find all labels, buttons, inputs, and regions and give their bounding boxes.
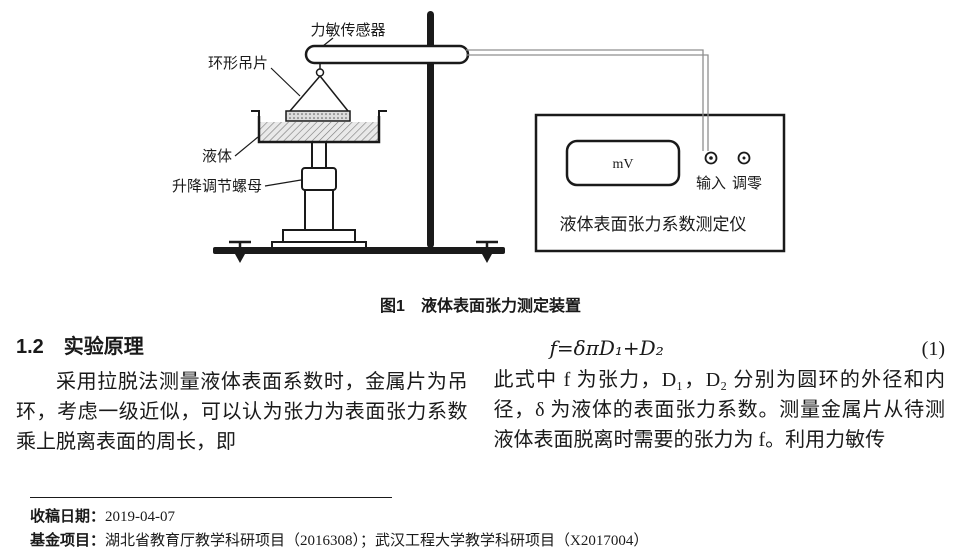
section-heading: 1.2 实验原理 [16,336,144,358]
footnote-area: 收稿日期：2019-04-07 基金项目：湖北省教育厅教学科研项目（201630… [30,497,950,553]
formula-number: (1) [921,338,945,360]
leveling-foot-right [482,254,492,263]
label-liquid: 液体 [202,148,232,165]
figure-diagram: mV 输入 调零 液体表面张力系数测定仪 力敏传感器 环形吊片 液体 升降调节螺… [172,11,786,263]
label-ring-plate: 环形吊片 [208,55,268,72]
left-paragraph: 采用拉脱法测量液体表面系数时，金属片为吊环，考虑一级近似，可以认为张力为表面张力… [16,371,468,453]
lifting-platform [271,141,367,249]
right-column: f=δπD₁+D₂ (1) 此式中 f 为张力，D₁，D₂ 分别为圆环的外径和内… [494,332,946,457]
received-date-line: 收稿日期：2019-04-07 [30,505,950,529]
leveling-foot-left [235,254,245,263]
adjustment-nut [301,167,337,191]
right-paragraph: 此式中 f 为张力，D₁，D₂ 分别为圆环的外径和内径，δ 为液体的表面张力系数… [493,369,946,451]
received-date-value: 2019-04-07 [105,509,176,525]
figure-caption: 图1 液体表面张力测定装置 [380,298,581,315]
left-column: 1.2 实验原理 采用拉脱法测量液体表面系数时，金属片为吊环，考虑一级近似，可以… [16,332,468,457]
mv-display [565,139,681,187]
fund-line: 基金项目：湖北省教育厅教学科研项目（2016308）；武汉工程大学教学科研项目（… [30,529,950,553]
hanging-strings [289,63,349,112]
force-sensor [304,44,470,65]
received-date-label: 收稿日期： [30,508,106,525]
stand-pole [427,11,434,248]
instrument-title: 液体表面张力系数测定仪 [560,215,747,234]
instrument-box: mV 输入 调零 液体表面张力系数测定仪 [534,113,786,253]
fund-label: 基金项目： [30,532,106,549]
mv-display-label: mV [613,157,634,172]
zero-label: 调零 [732,175,762,192]
label-adjustment-nut: 升降调节螺母 [172,178,262,195]
ring-plate [285,110,351,122]
figure-labels: 力敏传感器 环形吊片 液体 升降调节螺母 [172,22,386,195]
sensor-wires [466,49,709,151]
input-label: 输入 [696,175,726,192]
body-columns: 1.2 实验原理 采用拉脱法测量液体表面系数时，金属片为吊环，考虑一级近似，可以… [0,332,961,457]
footnote-rule [30,497,392,498]
fund-value: 湖北省教育厅教学科研项目（2016308）；武汉工程大学教学科研项目（X2017… [105,533,649,549]
formula-row: f=δπD₁+D₂ (1) [494,332,946,365]
label-force-sensor: 力敏传感器 [310,22,385,39]
formula: f=δπD₁+D₂ [549,336,664,360]
liquid-dish [251,110,387,144]
